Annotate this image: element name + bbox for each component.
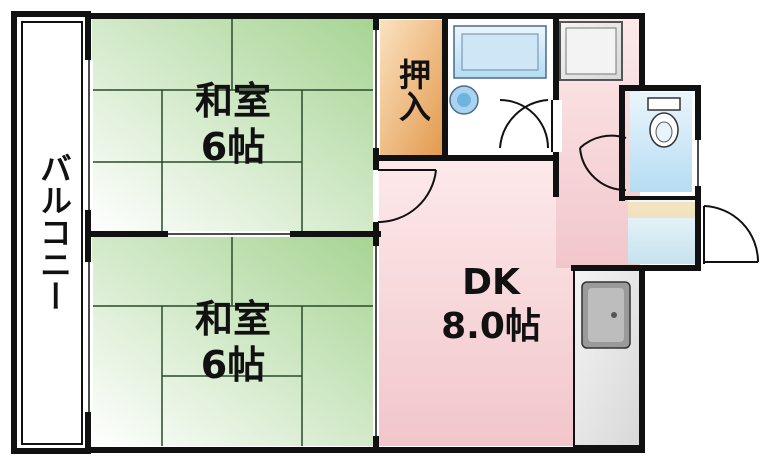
washitsu-top [92,18,374,232]
washitsu-top-name: 和室 [195,79,271,123]
dk-size: 8.0帖 [441,306,541,347]
closet [380,20,442,156]
windows [85,30,701,436]
entrance [628,200,696,264]
laundry-area [559,21,623,81]
balcony-label: バルコニー [35,152,73,312]
kitchen-counter [573,267,641,447]
balcony [11,11,91,454]
dk-name: DK [462,262,521,303]
doors [377,99,759,264]
closet-label: 押入 [394,58,432,122]
bathroom [448,20,554,156]
washitsu-bottom-name: 和室 [195,297,271,341]
toilet-room [579,92,692,192]
toilet-tank [647,97,681,111]
washitsu-top-size: 6帖 [201,125,265,169]
washitsu-bottom-size: 6帖 [201,343,265,387]
dk-room [378,18,640,446]
washitsu-bottom [92,236,374,446]
